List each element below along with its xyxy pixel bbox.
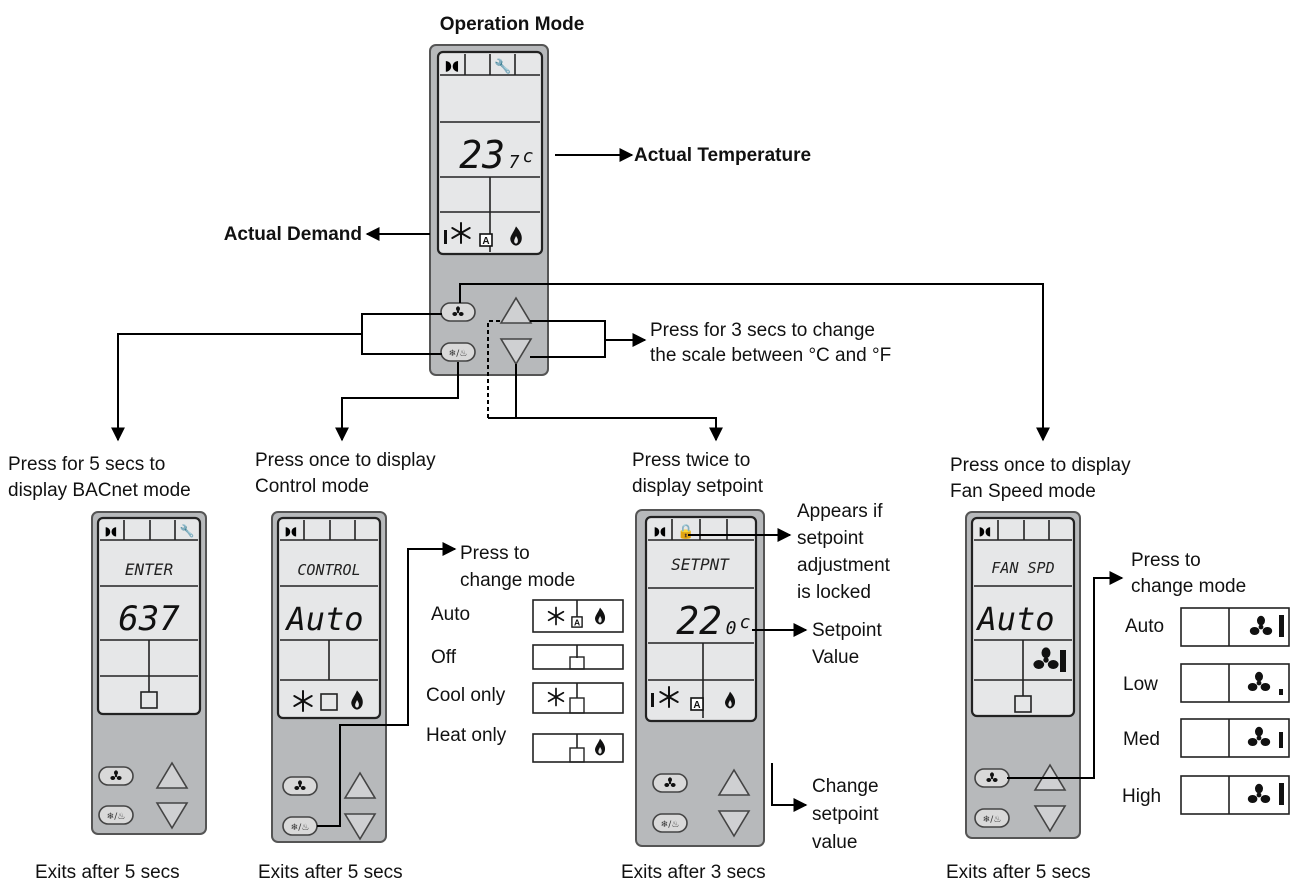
control-thermostat: ◗◖ CONTROL Auto	[271, 511, 387, 843]
bacnet-lcd-top: ENTER	[125, 560, 173, 579]
diagram-title: Operation Mode	[440, 14, 585, 35]
bacnet-footer: Exits after 5 secs	[35, 862, 180, 883]
svg-text:🔧: 🔧	[180, 523, 195, 538]
setpoint-lcd-unit: c	[740, 612, 751, 633]
fan-button[interactable]	[441, 303, 475, 321]
fan-option-low: Low	[1123, 674, 1158, 695]
fan-lcd-top: FAN SPD	[991, 559, 1054, 577]
fan-high-box	[1180, 775, 1290, 815]
control-press-1: Press to	[460, 543, 530, 564]
fan-thermostat: ◗◖ FAN SPD Auto	[965, 511, 1081, 839]
fan-footer: Exits after 5 secs	[946, 862, 1091, 883]
control-off-box	[532, 644, 624, 670]
control-mode-button[interactable]	[282, 816, 318, 836]
change-note-3: value	[812, 832, 857, 853]
occupancy-icon: ◗◖	[445, 58, 460, 74]
main-temp-decimal: 7	[509, 152, 520, 173]
bacnet-heading-1: Press for 5 secs to	[8, 454, 165, 475]
control-cool-box	[532, 682, 624, 714]
setpoint-lcd-top: SETPNT	[671, 555, 730, 574]
svg-text:◗◖: ◗◖	[285, 524, 298, 538]
scale-note-line1: Press for 3 secs to change	[650, 320, 875, 341]
auto-badge-icon	[479, 233, 493, 248]
lock-note-4: is locked	[797, 582, 871, 603]
fan-heading-2: Fan Speed mode	[950, 481, 1096, 502]
mode-button[interactable]	[440, 342, 476, 362]
svg-text:◗◖: ◗◖	[654, 524, 667, 538]
control-heading-1: Press once to display	[255, 450, 436, 471]
actual-temperature-label: Actual Temperature	[634, 145, 811, 166]
bacnet-fan-button[interactable]	[99, 767, 133, 785]
change-note-2: setpoint	[812, 804, 879, 825]
control-press-2: change mode	[460, 570, 575, 591]
setpoint-heading-2: display setpoint	[632, 476, 764, 497]
bacnet-mode-button[interactable]	[98, 805, 134, 825]
fan-lcd-value: Auto	[975, 600, 1054, 638]
fan-low-box	[1180, 663, 1290, 703]
change-note-1: Change	[812, 776, 879, 797]
control-option-auto: Auto	[431, 604, 470, 625]
fan-fan-button[interactable]	[975, 769, 1009, 787]
svg-text:◗◖: ◗◖	[979, 524, 992, 538]
setpoint-lcd-decimal: 0	[726, 618, 737, 639]
setpoint-note-1: Setpoint	[812, 620, 882, 641]
lock-note-1: Appears if	[797, 501, 883, 522]
setpoint-mode-button[interactable]	[652, 813, 688, 833]
svg-text:◗◖: ◗◖	[105, 524, 118, 538]
setpoint-thermostat: ◗◖ 🔒 SETPNT 22 0 c	[635, 509, 765, 847]
fan-option-auto: Auto	[1125, 616, 1164, 637]
lock-note-3: adjustment	[797, 555, 891, 576]
control-fan-button[interactable]	[283, 777, 317, 795]
control-option-off: Off	[431, 647, 457, 668]
actual-demand-label: Actual Demand	[224, 224, 362, 245]
fan-med-box	[1180, 718, 1290, 758]
setpoint-heading-1: Press twice to	[632, 450, 750, 471]
control-footer: Exits after 5 secs	[258, 862, 403, 883]
fan-auto-box	[1180, 607, 1290, 647]
lock-icon: 🔒	[677, 524, 694, 540]
fan-press-2: change mode	[1131, 576, 1246, 597]
setpoint-fan-button[interactable]	[653, 774, 687, 792]
bacnet-thermostat: ◗◖ 🔧 ENTER 637	[91, 511, 207, 835]
setpoint-lcd-value: 22	[676, 599, 722, 643]
main-temp-unit: c	[523, 146, 534, 167]
control-option-cool: Cool only	[426, 685, 506, 706]
fan-press-1: Press to	[1131, 550, 1201, 571]
control-heading-2: Control mode	[255, 476, 369, 497]
lock-note-2: setpoint	[797, 528, 864, 549]
fan-heading-1: Press once to display	[950, 455, 1131, 476]
control-lcd-top: CONTROL	[297, 561, 360, 579]
main-temp-value: 23	[459, 133, 505, 177]
control-option-heat: Heat only	[426, 725, 507, 746]
setpoint-footer: Exits after 3 secs	[621, 862, 766, 883]
control-auto-box	[532, 599, 624, 633]
fan-mode-button[interactable]	[974, 808, 1010, 828]
control-heat-box	[532, 733, 624, 763]
setpoint-note-2: Value	[812, 647, 859, 668]
bacnet-lcd-value: 637	[118, 599, 180, 639]
wrench-icon: 🔧	[494, 57, 511, 75]
fan-option-med: Med	[1123, 729, 1160, 750]
bacnet-heading-2: display BACnet mode	[8, 480, 191, 501]
control-lcd-value: Auto	[284, 600, 363, 638]
fan-option-high: High	[1122, 786, 1161, 807]
scale-note-line2: the scale between °C and °F	[650, 345, 891, 366]
